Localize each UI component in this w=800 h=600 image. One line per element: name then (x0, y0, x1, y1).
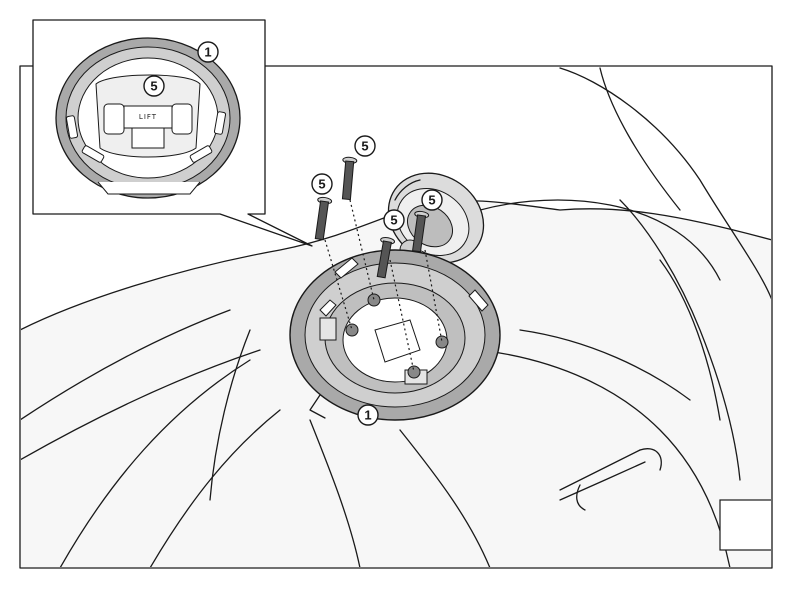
svg-text:5: 5 (150, 79, 157, 94)
svg-text:1: 1 (364, 408, 371, 423)
svg-text:1: 1 (204, 45, 211, 60)
tank-ring-flange (289, 249, 501, 421)
screw (376, 236, 396, 279)
inset-callout-screw: 5 (143, 75, 165, 97)
callout-screw: 5 (383, 209, 405, 231)
callout-screw: 5 (354, 135, 376, 157)
svg-text:5: 5 (318, 177, 325, 192)
screws (314, 156, 430, 279)
screw (412, 210, 430, 253)
main-frame (19, 65, 773, 569)
svg-text:5: 5 (361, 139, 368, 154)
callout-screw: 5 (421, 189, 443, 211)
lift-label: LIFT (139, 113, 157, 121)
screw-guide-lines (324, 199, 443, 373)
screw (314, 196, 333, 241)
screw (341, 156, 358, 201)
callout-screw: 5 (311, 173, 333, 195)
inset-detail: LIFT 1 5 (32, 19, 313, 247)
main-callouts: 5 5 5 5 1 (311, 135, 443, 426)
svg-text:5: 5 (390, 213, 397, 228)
inset-callout-ring: 1 (197, 41, 219, 63)
callout-ring: 1 (357, 404, 379, 426)
svg-text:5: 5 (428, 193, 435, 208)
